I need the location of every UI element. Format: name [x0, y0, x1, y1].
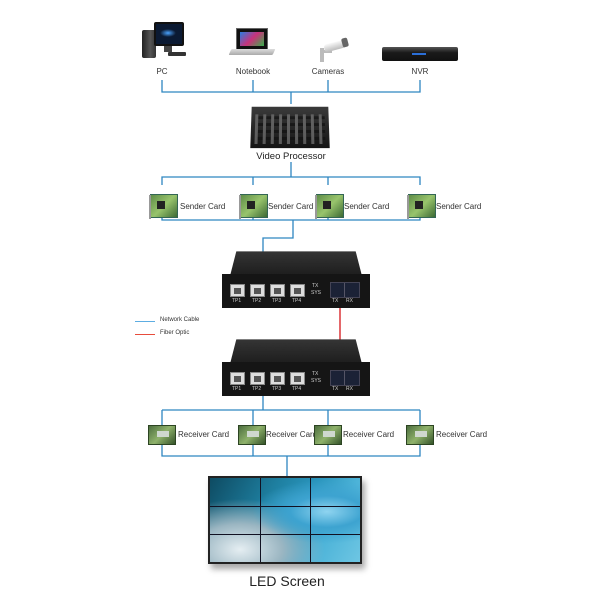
ethernet-port-icon [290, 372, 305, 385]
status-label: SYS [311, 290, 322, 296]
ethernet-port-icon [270, 372, 285, 385]
port-label: TP3 [272, 386, 282, 392]
port-label: TP2 [252, 298, 262, 304]
status-label: TX [312, 283, 319, 289]
receiver-card-label: Receiver Card [266, 430, 318, 439]
fiber-port-label: RX [346, 298, 353, 304]
source-label-notebook: Notebook [235, 67, 271, 76]
fiber-optic-swatch [135, 334, 155, 335]
legend-label: Fiber Optic [160, 330, 190, 336]
video-processor-device [250, 106, 330, 149]
legend-label: Network Cable [160, 317, 200, 323]
video-processor-icon [250, 106, 330, 149]
network-cable-swatch [135, 321, 155, 322]
video-processor-label: Video Processor [256, 151, 326, 162]
source-label-pc: PC [156, 67, 168, 76]
led-screen-label: LED Screen [249, 573, 325, 589]
sender-card-icon [149, 194, 178, 219]
pc-device [142, 22, 188, 62]
receiver-card-label: Receiver Card [178, 430, 230, 439]
sender-card-icon [315, 194, 344, 219]
port-label: TP3 [272, 298, 282, 304]
ethernet-port-icon [250, 284, 265, 297]
sender-card-label: Sender Card [344, 202, 390, 211]
receiver-card-label: Receiver Card [436, 430, 488, 439]
fiber-sfp-port-icon [330, 370, 360, 386]
fiber-port-label: RX [346, 386, 353, 392]
sender-card-label: Sender Card [436, 202, 482, 211]
port-label: TP4 [292, 386, 302, 392]
notebook-device [228, 28, 280, 58]
sender-card-icon [407, 194, 436, 219]
receiver-card-icon [314, 425, 342, 445]
receiver-card-label: Receiver Card [343, 430, 395, 439]
ethernet-port-icon [250, 372, 265, 385]
ethernet-port-icon [230, 284, 245, 297]
fiber-converter-sender-side: TP1 TP2 TP3 TP4 TX SYS TX RX [222, 246, 370, 308]
source-label-cameras: Cameras [311, 67, 345, 76]
port-label: TP2 [252, 386, 262, 392]
port-label: TP4 [292, 298, 302, 304]
receiver-card-icon [238, 425, 266, 445]
sources-bus [161, 80, 421, 104]
receiver-card-icon [406, 425, 434, 445]
tile-divider [259, 478, 262, 562]
fiber-sfp-port-icon [330, 282, 360, 298]
tile-divider [210, 533, 360, 536]
fiber-converter-receiver-side: TP1 TP2 TP3 TP4 TX SYS TX RX [222, 334, 370, 396]
sender-card-label: Sender Card [180, 202, 226, 211]
nvr-recorder-icon [382, 47, 458, 61]
tile-divider [210, 505, 360, 508]
ethernet-port-icon [270, 284, 285, 297]
status-label: SYS [311, 378, 322, 384]
tile-divider [309, 478, 312, 562]
camera-device [314, 37, 354, 64]
source-label-nvr: NVR [411, 67, 429, 76]
sender-top-bus [161, 162, 421, 185]
ethernet-port-icon [290, 284, 305, 297]
fiber-port-label: TX [332, 298, 339, 304]
sender-card-label: Sender Card [268, 202, 314, 211]
status-label: TX [312, 371, 319, 377]
ethernet-port-icon [230, 372, 245, 385]
receiver-bottom-bus [161, 445, 421, 478]
port-label: TP1 [232, 298, 242, 304]
receiver-card-icon [148, 425, 176, 445]
led-video-wall [208, 476, 362, 564]
sender-card-icon [239, 194, 268, 219]
nvr-device [382, 47, 458, 61]
port-label: TP1 [232, 386, 242, 392]
fiber-port-label: TX [332, 386, 339, 392]
